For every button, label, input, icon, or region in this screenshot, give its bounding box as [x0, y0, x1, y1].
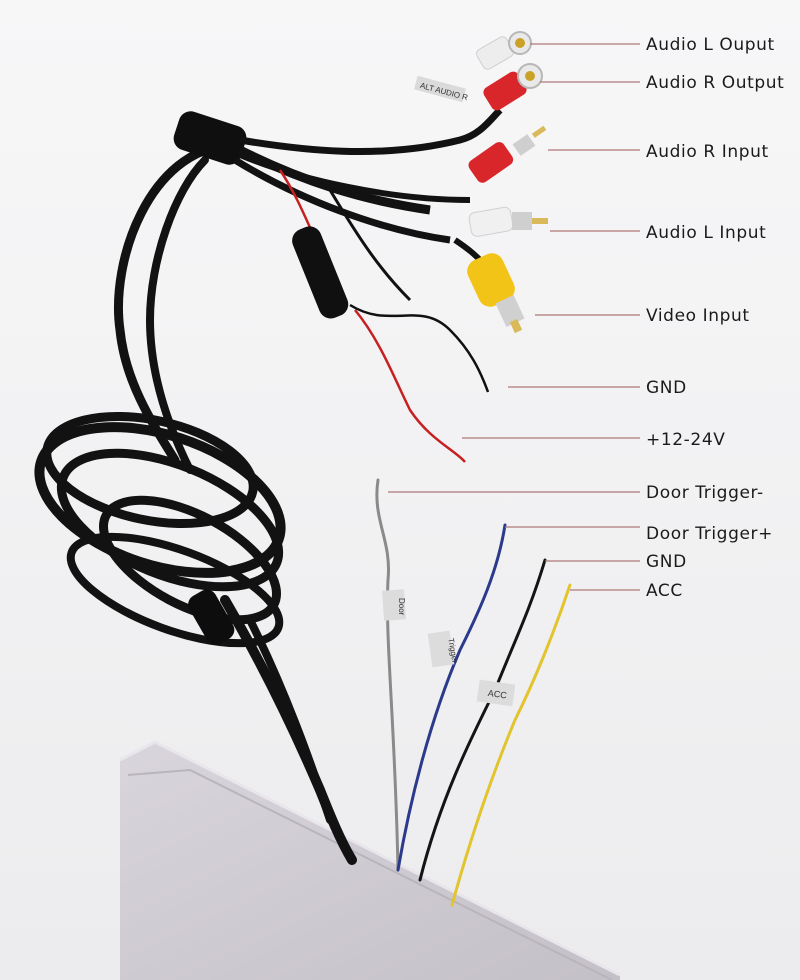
label-audio-l-input: Audio L Input [646, 223, 767, 243]
label-gnd-upper: GND [646, 378, 687, 398]
label-power: +12-24V [646, 430, 726, 450]
leader-lines [388, 43, 640, 591]
tag-acc: ACC [487, 688, 508, 701]
label-gnd-lower: GND [646, 552, 687, 572]
rca-audio-l-output [476, 31, 532, 70]
label-door-trigger-plus: Door Trigger+ [646, 524, 773, 544]
tag-trigger: Trigger [446, 637, 459, 664]
cable-coil [34, 140, 357, 865]
label-acc: ACC [646, 581, 683, 601]
rca-audio-r-input [468, 125, 547, 183]
label-audio-r-output: Audio R Output [646, 73, 785, 93]
label-video-input: Video Input [646, 306, 750, 326]
fuse-holder [278, 169, 490, 463]
device-panel [119, 740, 621, 980]
rca-video-input [453, 237, 525, 334]
tag-door: Door [397, 598, 406, 616]
cable-junction [173, 107, 503, 244]
label-audio-r-input: Audio R Input [646, 142, 769, 162]
label-door-trigger-minus: Door Trigger- [646, 483, 764, 503]
loose-wires: Door Trigger ACC [375, 478, 572, 907]
label-audio-l-output: Audio L Ouput [646, 35, 775, 55]
rca-audio-l-input [468, 206, 548, 237]
